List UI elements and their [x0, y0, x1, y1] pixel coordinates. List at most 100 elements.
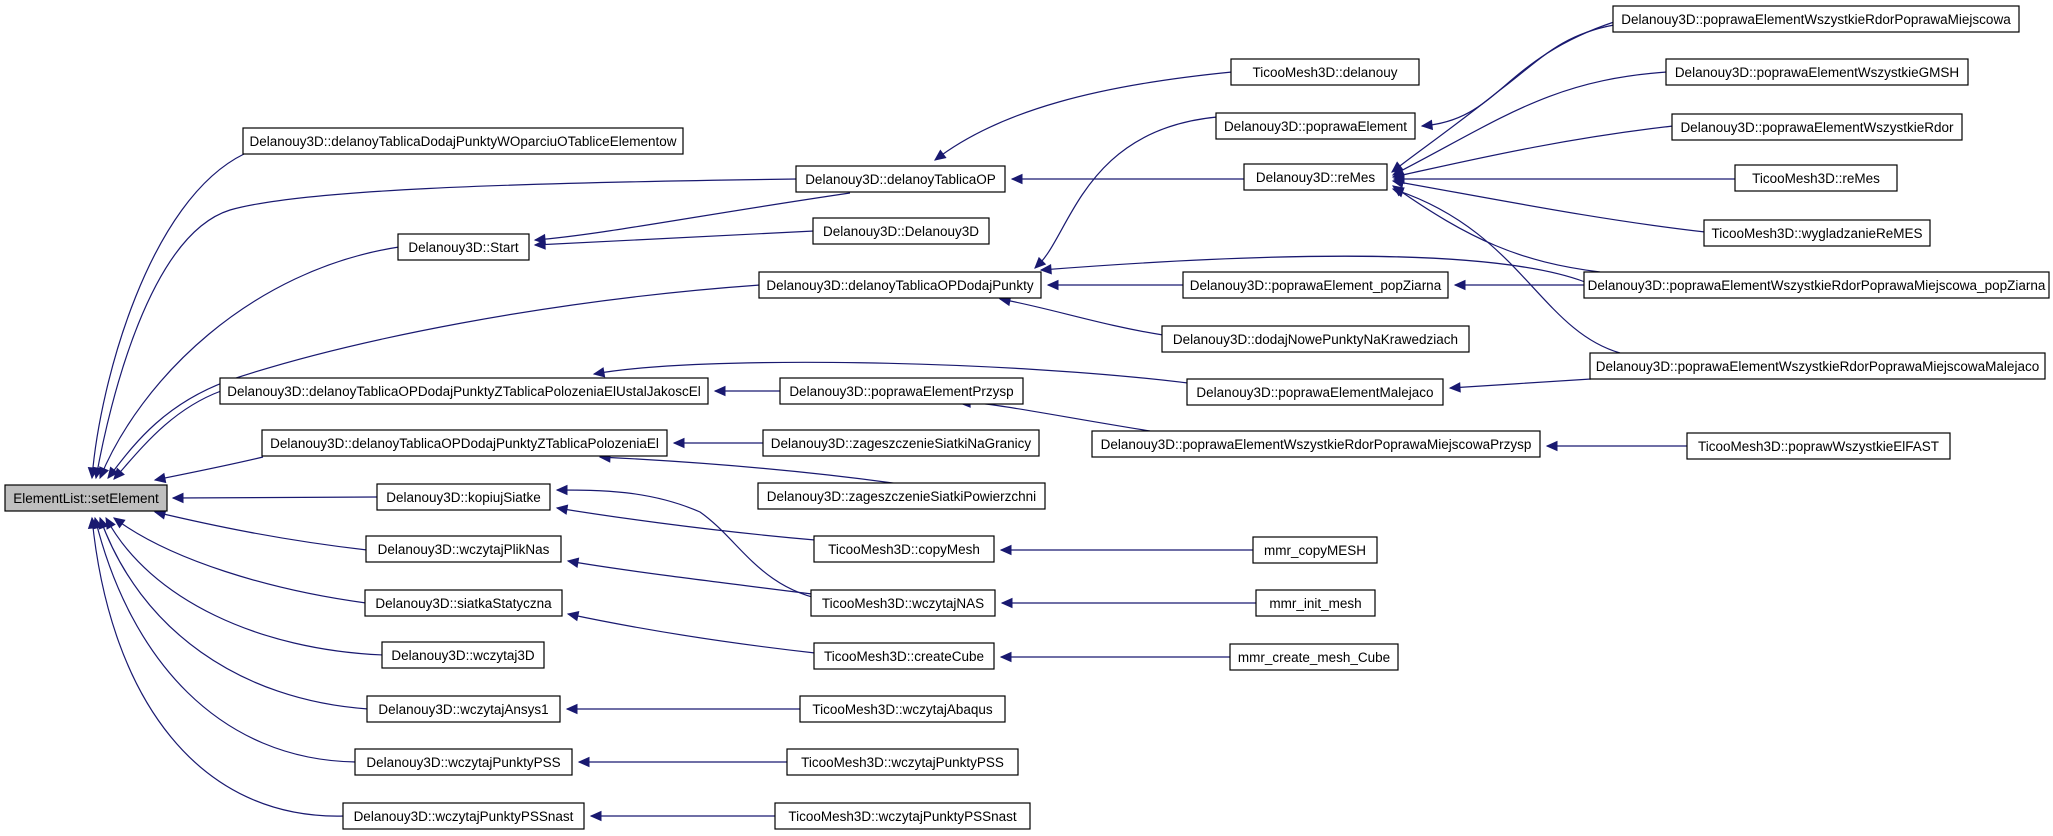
node-label: Delanouy3D::zageszczenieSiatkiNaGranicy [771, 436, 1032, 451]
edge-n_statyczna-to-root [113, 517, 367, 604]
node-n_tremes[interactable]: TicooMesh3D::reMes [1734, 164, 1898, 192]
node-n_minit[interactable]: mmr_init_mesh [1255, 589, 1376, 617]
edge-n_dtopdodaj-to-root [107, 284, 761, 479]
node-box [1703, 219, 1931, 247]
node-box [1665, 58, 1969, 86]
edge-n_pwrdor-to-n_remes [1392, 125, 1674, 178]
arrowhead [1448, 382, 1461, 393]
arrowhead [1010, 173, 1023, 185]
node-box [1161, 325, 1470, 353]
node-label: Delanouy3D::delanoyTablicaOPDodajPunktyZ… [227, 384, 701, 399]
node-box [376, 483, 551, 511]
node-n_mcopy[interactable]: mmr_copyMESH [1252, 536, 1378, 564]
node-n_pwmiejscowa[interactable]: Delanouy3D::poprawaElementWszystkieRdorP… [1612, 5, 2020, 33]
node-label: TicooMesh3D::copyMesh [828, 542, 980, 557]
node-n_tpssnast[interactable]: TicooMesh3D::wczytajPunktyPSSnast [774, 802, 1031, 830]
node-n_w3d[interactable]: Delanouy3D::wczytaj3D [381, 641, 545, 669]
node-n_zagpow[interactable]: Delanouy3D::zageszczenieSiatkiPowierzchn… [757, 482, 1046, 510]
edge-n_dtdodajOparciu-to-root [91, 153, 245, 479]
node-n_dtoppol[interactable]: Delanouy3D::delanoyTablicaOPDodajPunktyZ… [261, 429, 668, 457]
node-box [1229, 643, 1399, 671]
arrowhead [592, 367, 606, 378]
node-n_wplik[interactable]: Delanouy3D::wczytajPlikNas [365, 535, 562, 563]
node-n_wpss[interactable]: Delanouy3D::wczytajPunktyPSS [354, 748, 573, 776]
edge-n_w3d-to-root [105, 517, 384, 656]
node-n_dtop[interactable]: Delanouy3D::delanoyTablicaOP [795, 165, 1006, 193]
node-label: TicooMesh3D::delanouy [1252, 65, 1397, 80]
node-n_pwziarna[interactable]: Delanouy3D::poprawaElementWszystkieRdorP… [1583, 271, 2050, 299]
node-n_copymesh[interactable]: TicooMesh3D::copyMesh [813, 535, 995, 563]
node-n_dctor[interactable]: Delanouy3D::Delanouy3D [812, 217, 990, 245]
node-box [342, 802, 585, 830]
node-n_ansys[interactable]: Delanouy3D::wczytajAnsys1 [366, 695, 561, 723]
edge-n_popwszprzysp-to-n_popprzysp [959, 402, 1151, 432]
node-box [1182, 271, 1449, 299]
node-box [364, 589, 563, 617]
node-box [813, 535, 995, 563]
arrowhead [999, 651, 1012, 663]
node-n_dtopjakosc[interactable]: Delanouy3D::delanoyTablicaOPDodajPunktyZ… [219, 377, 709, 405]
arrowhead [1545, 440, 1558, 452]
node-n_pwgmsh[interactable]: Delanouy3D::poprawaElementWszystkieGMSH [1665, 58, 1969, 86]
node-n_wpssnast[interactable]: Delanouy3D::wczytajPunktyPSSnast [342, 802, 585, 830]
node-label: Delanouy3D::wczytajAnsys1 [378, 702, 548, 717]
node-n_popel[interactable]: Delanouy3D::poprawaElement [1215, 112, 1416, 140]
edge-n_cube-to-n_statyczna [567, 613, 816, 654]
arrowhead [555, 484, 568, 496]
node-n_pfast[interactable]: TicooMesh3D::poprawWszystkieElFAST [1686, 432, 1951, 460]
node-root[interactable]: ElementList::setElement [4, 484, 168, 512]
node-n_popziarna[interactable]: Delanouy3D::poprawaElement_popZiarna [1182, 271, 1449, 299]
node-n_remes[interactable]: Delanouy3D::reMes [1243, 163, 1388, 191]
edge-n_dctor-to-n_start [534, 230, 815, 246]
node-label: TicooMesh3D::poprawWszystkieElFAST [1698, 439, 1939, 454]
node-n_cube[interactable]: TicooMesh3D::createCube [813, 642, 995, 670]
arrowhead [1391, 177, 1405, 189]
arrowhead [999, 544, 1012, 556]
arrowhead [1034, 256, 1047, 269]
node-n_tdelanouy[interactable]: TicooMesh3D::delanouy [1230, 58, 1420, 86]
node-n_dodajkraw[interactable]: Delanouy3D::dodajNowePunktyNaKrawedziach [1161, 325, 1470, 353]
arrowhead [153, 472, 167, 484]
edge-n_ansys-to-root [99, 517, 369, 710]
node-label: Delanouy3D::poprawaElement [1224, 119, 1407, 134]
node-n_pwmalejaco[interactable]: Delanouy3D::poprawaElementWszystkieRdorP… [1589, 352, 2046, 380]
node-label: Delanouy3D::delanoyTablicaOP [805, 172, 996, 187]
arrowhead [713, 385, 726, 397]
node-n_wygladz[interactable]: TicooMesh3D::wygladzanieReMES [1703, 219, 1931, 247]
node-n_kopiuj[interactable]: Delanouy3D::kopiujSiatke [376, 483, 551, 511]
edge-n_dtoppol-to-root [154, 456, 264, 481]
node-box [779, 377, 1024, 405]
node-box [1215, 112, 1416, 140]
node-n_dtopdodaj[interactable]: Delanouy3D::delanoyTablicaOPDodajPunkty [758, 271, 1042, 299]
edge-n_dtop-to-n_start [534, 192, 851, 241]
node-n_pwrdor[interactable]: Delanouy3D::poprawaElementWszystkieRdor [1671, 113, 1963, 141]
edge-n_wygladz-to-n_remes [1392, 180, 1706, 233]
node-label: Delanouy3D::dodajNowePunktyNaKrawedziach [1173, 332, 1458, 347]
arrowhead [113, 517, 126, 529]
node-n_abaqus[interactable]: TicooMesh3D::wczytajAbaqus [799, 695, 1006, 723]
node-n_statyczna[interactable]: Delanouy3D::siatkaStatyczna [364, 589, 563, 617]
node-n_dtdodajOparciu[interactable]: Delanouy3D::delanoyTablicaDodajPunktyWOp… [242, 127, 684, 155]
node-box [1612, 5, 2020, 33]
node-n_popwszprzysp[interactable]: Delanouy3D::poprawaElementWszystkieRdorP… [1091, 430, 1541, 458]
node-box [1686, 432, 1951, 460]
node-box [261, 429, 668, 457]
node-label: Delanouy3D::zageszczenieSiatkiPowierzchn… [767, 489, 1036, 504]
node-n_popmalejaco[interactable]: Delanouy3D::poprawaElementMalejaco [1186, 378, 1444, 406]
node-box [4, 484, 168, 512]
node-n_zagranicy[interactable]: Delanouy3D::zageszczenieSiatkiNaGranicy [762, 429, 1040, 457]
node-box [1186, 378, 1444, 406]
node-n_wnas[interactable]: TicooMesh3D::wczytajNAS [810, 589, 996, 617]
edge-n_wpssnast-to-root [91, 517, 345, 817]
arrowhead [1039, 263, 1052, 275]
node-n_mcube[interactable]: mmr_create_mesh_Cube [1229, 643, 1399, 671]
node-n_start[interactable]: Delanouy3D::Start [397, 233, 530, 261]
edge-n_dodajkraw-to-n_dtopdodaj [999, 298, 1164, 336]
edge-n_wpss-to-root [94, 517, 357, 763]
arrowhead [577, 756, 590, 768]
node-n_tpss[interactable]: TicooMesh3D::wczytajPunktyPSS [786, 748, 1019, 776]
arrowhead [1046, 279, 1059, 291]
node-n_popprzysp[interactable]: Delanouy3D::poprawaElementPrzysp [779, 377, 1024, 405]
node-box [762, 429, 1040, 457]
edge-n_pwgmsh-to-n_remes [1392, 71, 1668, 176]
